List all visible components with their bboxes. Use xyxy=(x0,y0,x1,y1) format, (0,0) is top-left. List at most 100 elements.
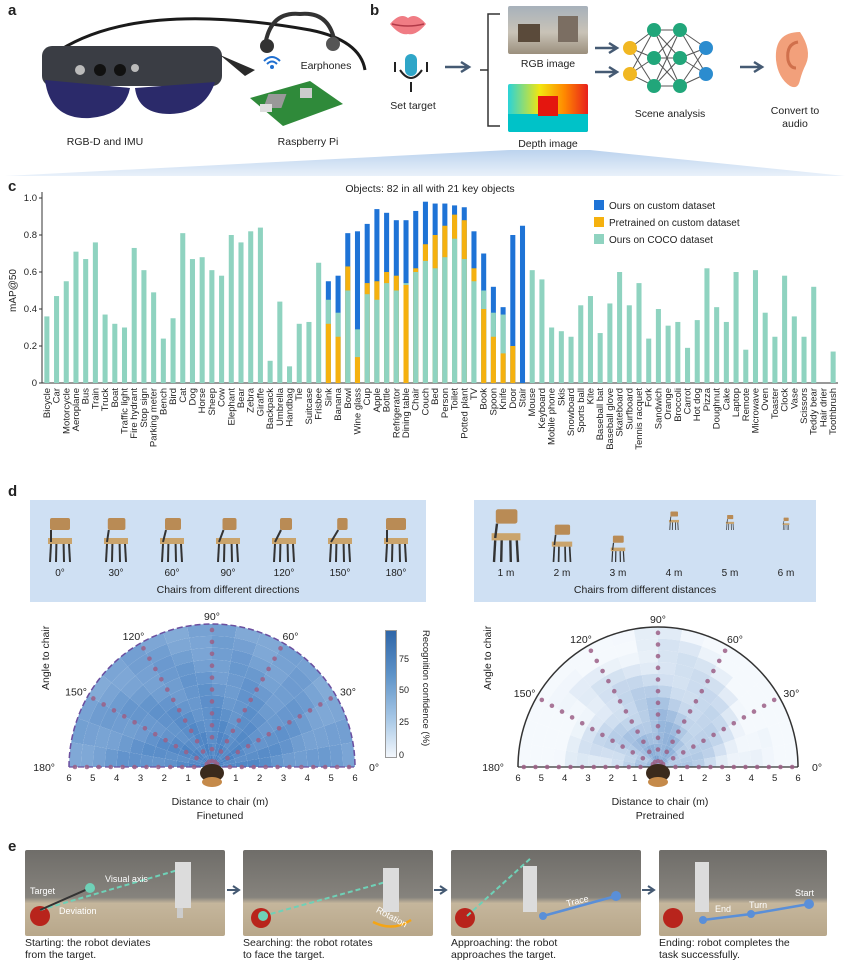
sample-point xyxy=(251,765,256,770)
sample-point xyxy=(656,689,661,694)
caption-line: to face the target. xyxy=(243,949,373,961)
direction-label: 0° xyxy=(55,568,65,579)
bar-coco xyxy=(229,235,234,383)
sample-point xyxy=(522,765,527,770)
chair-icon xyxy=(611,536,625,562)
sample-point xyxy=(225,739,230,744)
sample-point xyxy=(171,698,176,703)
distance-label: 1 m xyxy=(498,568,515,579)
sample-point xyxy=(287,765,292,770)
direction-label: 30° xyxy=(108,568,123,579)
bar-pretrained-custom xyxy=(336,337,341,383)
sample-point xyxy=(767,765,772,770)
chair-icon xyxy=(669,512,679,530)
sample-point xyxy=(778,765,783,770)
sample-point xyxy=(742,715,747,720)
chair-icon xyxy=(272,518,296,562)
sample-point xyxy=(328,696,333,701)
sample-point xyxy=(545,765,550,770)
bar-ours-custom xyxy=(520,226,525,383)
sample-point xyxy=(174,744,179,749)
heat-cell xyxy=(640,662,658,675)
bar-coco xyxy=(704,268,709,383)
colorbar xyxy=(385,630,397,758)
raspberry-pi-board-icon xyxy=(245,76,345,132)
sample-point xyxy=(143,726,148,731)
sample-point xyxy=(144,765,149,770)
bar-coco xyxy=(180,233,185,383)
chair-icon xyxy=(104,518,128,562)
sample-point xyxy=(260,677,265,682)
angle-label: 0° xyxy=(369,762,379,774)
sample-point xyxy=(156,765,161,770)
y-tick-label: 0.2 xyxy=(24,341,37,352)
bar-pretrained-custom xyxy=(326,324,331,383)
sample-point xyxy=(656,701,661,706)
sample-point xyxy=(540,698,545,703)
direction-label: 90° xyxy=(220,568,235,579)
y-tick-label: 1.0 xyxy=(24,193,37,204)
direction-label: 180° xyxy=(386,568,407,579)
bar-coco xyxy=(93,242,98,383)
arrow-icon xyxy=(445,60,475,74)
sample-point xyxy=(673,765,678,770)
bar-coco xyxy=(103,315,108,383)
panel-label-b: b xyxy=(370,2,379,19)
heat-cell xyxy=(93,746,107,767)
bar-coco xyxy=(433,268,438,383)
bar-coco xyxy=(190,259,195,383)
sample-point xyxy=(720,765,725,770)
sample-point xyxy=(592,765,597,770)
sample-point xyxy=(254,687,259,692)
robot-photo-starting: Target Visual axis Deviation xyxy=(25,850,225,936)
legend-label: Ours on custom dataset xyxy=(609,201,715,212)
sample-point xyxy=(132,720,137,725)
panel-label-d: d xyxy=(8,483,17,500)
bar-coco xyxy=(471,281,476,383)
bar-coco xyxy=(83,259,88,383)
y-axis-label-left: Angle to chair xyxy=(40,626,52,690)
sample-point xyxy=(347,765,352,770)
bar-coco xyxy=(772,337,777,383)
angle-label: 120° xyxy=(570,634,592,646)
y-tick-label: 0.4 xyxy=(24,304,37,315)
distance-label: 2 m xyxy=(554,568,571,579)
sample-point xyxy=(731,721,736,726)
bar-coco xyxy=(539,279,544,383)
sample-point xyxy=(141,646,146,651)
sample-point xyxy=(717,659,722,664)
sample-point xyxy=(210,747,215,752)
radial-tick-label: 6 xyxy=(515,773,520,784)
radial-tick-label: 6 xyxy=(66,773,71,784)
sample-point xyxy=(676,729,681,734)
sample-point xyxy=(239,765,244,770)
zoom-funnel xyxy=(0,148,850,178)
sample-point xyxy=(606,679,611,684)
neural-network-icon xyxy=(620,12,720,104)
sample-point xyxy=(237,718,242,723)
y-axis-label-right: Angle to chair xyxy=(482,626,494,690)
sample-point xyxy=(277,726,282,731)
sample-point xyxy=(108,765,113,770)
sample-point xyxy=(723,649,728,654)
bar-coco xyxy=(238,242,243,383)
sample-point xyxy=(772,698,777,703)
sample-point xyxy=(201,749,206,754)
angle-label: 60° xyxy=(727,634,743,646)
bar-coco xyxy=(530,270,535,383)
sample-point xyxy=(153,732,158,737)
chair-icon xyxy=(48,518,72,562)
heat-cell xyxy=(189,636,212,650)
colorbar-tick-50: 50 xyxy=(399,685,409,695)
sample-point xyxy=(711,733,716,738)
chair-icon xyxy=(216,518,240,562)
angle-label: 0° xyxy=(812,762,822,774)
directions-caption: Chairs from different directions xyxy=(30,584,426,596)
sample-point xyxy=(630,750,635,755)
chart-title: Objects: 82 in all with 21 key objects xyxy=(345,183,514,195)
radial-tick-label: 6 xyxy=(352,773,357,784)
heat-cell xyxy=(738,751,751,767)
radial-tick-label: 5 xyxy=(772,773,777,784)
